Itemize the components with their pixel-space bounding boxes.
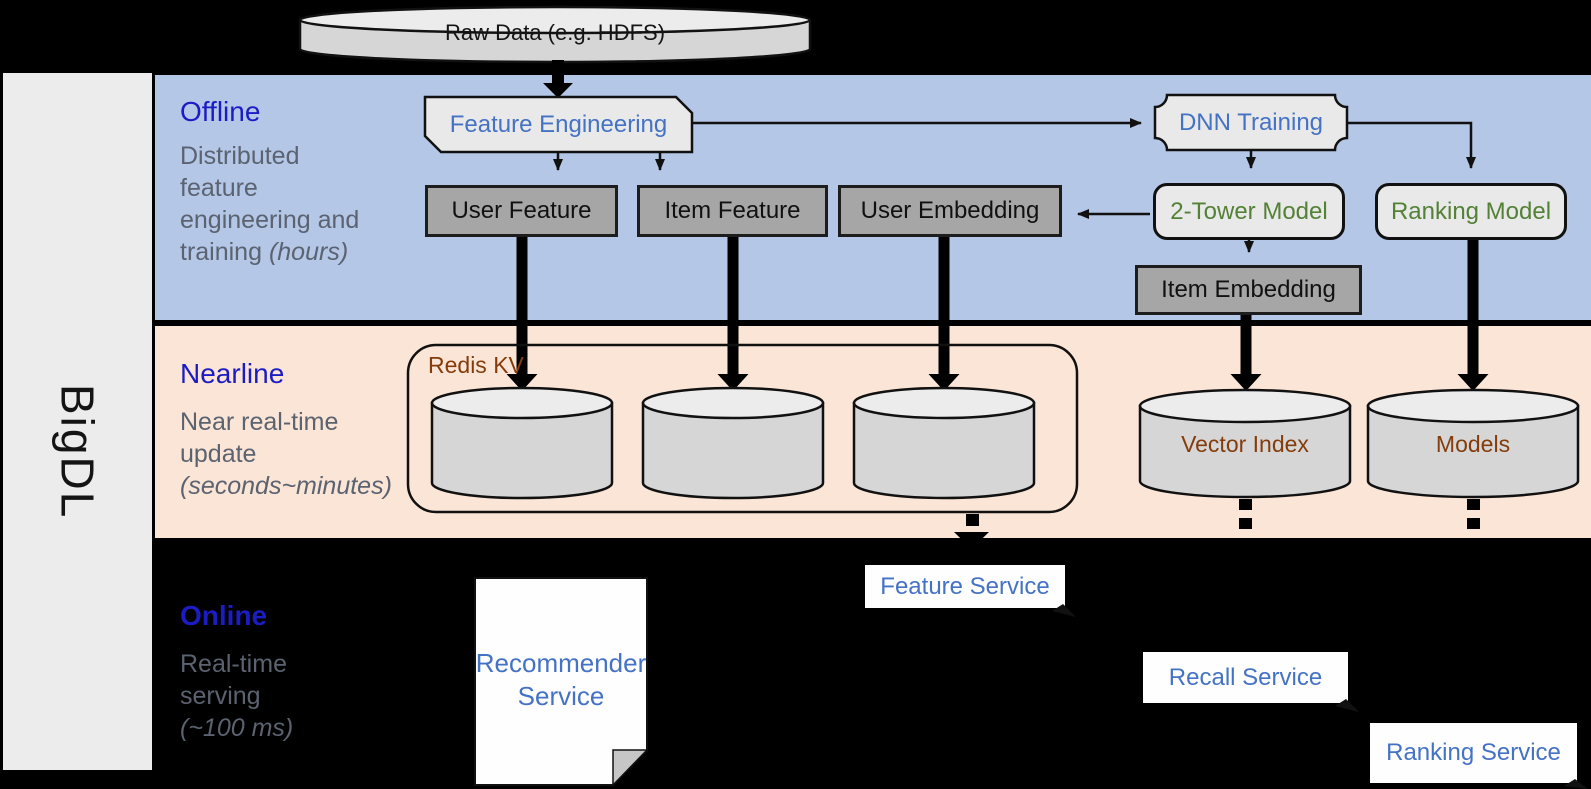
recall-service-box: Recall Service — [1143, 652, 1348, 703]
bigdl-logo-text: BigDL — [51, 383, 104, 520]
models-label: Models — [1435, 430, 1511, 457]
offline-desc-line1: Distributed — [180, 142, 300, 170]
offline-band-description: Distributed feature engineering and trai… — [180, 140, 359, 268]
two-tower-model-label: 2-Tower Model — [1170, 197, 1328, 225]
offline-band-title: Offline — [180, 96, 261, 127]
user-feature-box: User Feature — [425, 185, 618, 237]
dnn-training-label: DNN Training — [1178, 108, 1324, 136]
band-separator — [155, 320, 1591, 326]
vector-index-label: Vector Index — [1181, 430, 1309, 457]
nearline-desc-line3: (seconds~minutes) — [180, 472, 392, 500]
online-desc-line1: Real-time — [180, 650, 287, 678]
feature-engineering-label: Feature Engineering — [449, 110, 668, 138]
nearline-desc-line2: update — [180, 440, 257, 468]
ranking-model-box: Ranking Model — [1375, 183, 1567, 240]
two-tower-model-box: 2-Tower Model — [1153, 183, 1345, 240]
online-band-title: Online — [180, 600, 268, 631]
feature-service-label: Feature Service — [880, 572, 1050, 600]
item-embedding-box: Item Embedding — [1135, 265, 1362, 315]
ranking-service-label: Ranking Service — [1386, 739, 1561, 766]
online-desc-line3: (~100 ms) — [180, 714, 294, 742]
nearline-band-title: Nearline — [180, 358, 285, 389]
nearline-band-description: Near real-time update (seconds~minutes) — [180, 406, 392, 502]
offline-desc-line2: feature — [180, 174, 258, 202]
user-embedding-label: User Embedding — [860, 197, 1040, 224]
offline-desc-line4: training (hours) — [180, 238, 349, 266]
recommender-service-label: Recommender Service — [475, 648, 647, 711]
raw-data-label: Raw Data (e.g. HDFS) — [444, 20, 666, 45]
feature-service-box: Feature Service — [865, 565, 1065, 608]
online-band-description: Real-time serving (~100 ms) — [180, 648, 293, 744]
ranking-model-label: Ranking Model — [1390, 197, 1552, 225]
recall-service-label: Recall Service — [1168, 663, 1323, 691]
user-feature-label: User Feature — [451, 197, 592, 224]
item-embedding-label: Item Embedding — [1161, 276, 1336, 303]
item-feature-box: Item Feature — [637, 185, 828, 237]
user-embedding-box: User Embedding — [838, 185, 1062, 237]
item-feature-label: Item Feature — [664, 197, 801, 224]
redis-kv-label: Redis KV — [428, 351, 524, 378]
bigdl-sidebar: BigDL — [3, 73, 152, 770]
ranking-service-box: Ranking Service — [1370, 723, 1577, 783]
nearline-desc-line1: Near real-time — [180, 408, 339, 436]
offline-desc-line3: engineering and — [180, 206, 360, 234]
online-desc-line2: serving — [180, 682, 261, 710]
